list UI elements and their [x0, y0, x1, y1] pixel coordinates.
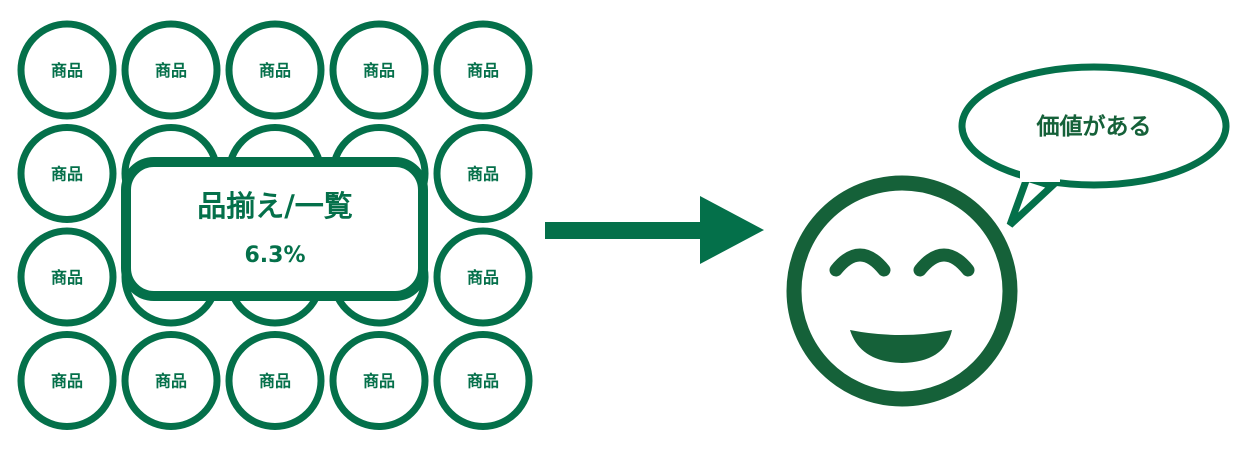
product-circle-label: 商品	[51, 165, 83, 184]
product-circle	[121, 20, 221, 120]
product-circle	[329, 20, 429, 120]
product-circle	[433, 20, 533, 120]
product-circle-label: 商品	[363, 372, 395, 391]
product-circle	[17, 227, 117, 327]
product-circle-label: 商品	[467, 372, 499, 391]
speech-bubble-icon: 価値がある	[958, 63, 1230, 228]
product-circle-label: 商品	[467, 61, 499, 80]
assortment-box-value: 6.3%	[244, 243, 305, 268]
product-circle-label: 商品	[467, 268, 499, 287]
speech-bubble-text: 価値がある	[1036, 113, 1152, 140]
product-circle	[433, 227, 533, 327]
product-circle-label: 商品	[51, 372, 83, 391]
product-circle-label: 商品	[467, 165, 499, 184]
product-circle	[433, 331, 533, 430]
assortment-box-title: 品揃え/一覧	[197, 189, 353, 223]
product-circle-label: 商品	[51, 268, 83, 287]
right-arrow-icon	[545, 196, 764, 264]
product-circle	[17, 124, 117, 223]
product-circle	[17, 20, 117, 120]
product-circle-label: 商品	[259, 372, 291, 391]
product-circle	[433, 124, 533, 223]
right-eye	[913, 248, 975, 277]
mouth	[850, 330, 952, 363]
product-circle	[225, 20, 325, 120]
product-circle-label: 商品	[155, 372, 187, 391]
assortment-box-frame	[121, 157, 428, 301]
product-circle	[17, 331, 117, 430]
assortment-box: 品揃え/一覧 6.3%	[121, 157, 428, 301]
product-circle	[225, 331, 325, 430]
left-eye	[829, 248, 891, 277]
product-circle-label: 商品	[155, 61, 187, 80]
product-circle-label: 商品	[51, 61, 83, 80]
face-outline	[786, 175, 1018, 407]
product-circle	[329, 331, 429, 430]
smiling-face-icon	[786, 175, 1018, 407]
product-circle	[121, 331, 221, 430]
product-circle-label: 商品	[259, 61, 291, 80]
product-circle-label: 商品	[363, 61, 395, 80]
